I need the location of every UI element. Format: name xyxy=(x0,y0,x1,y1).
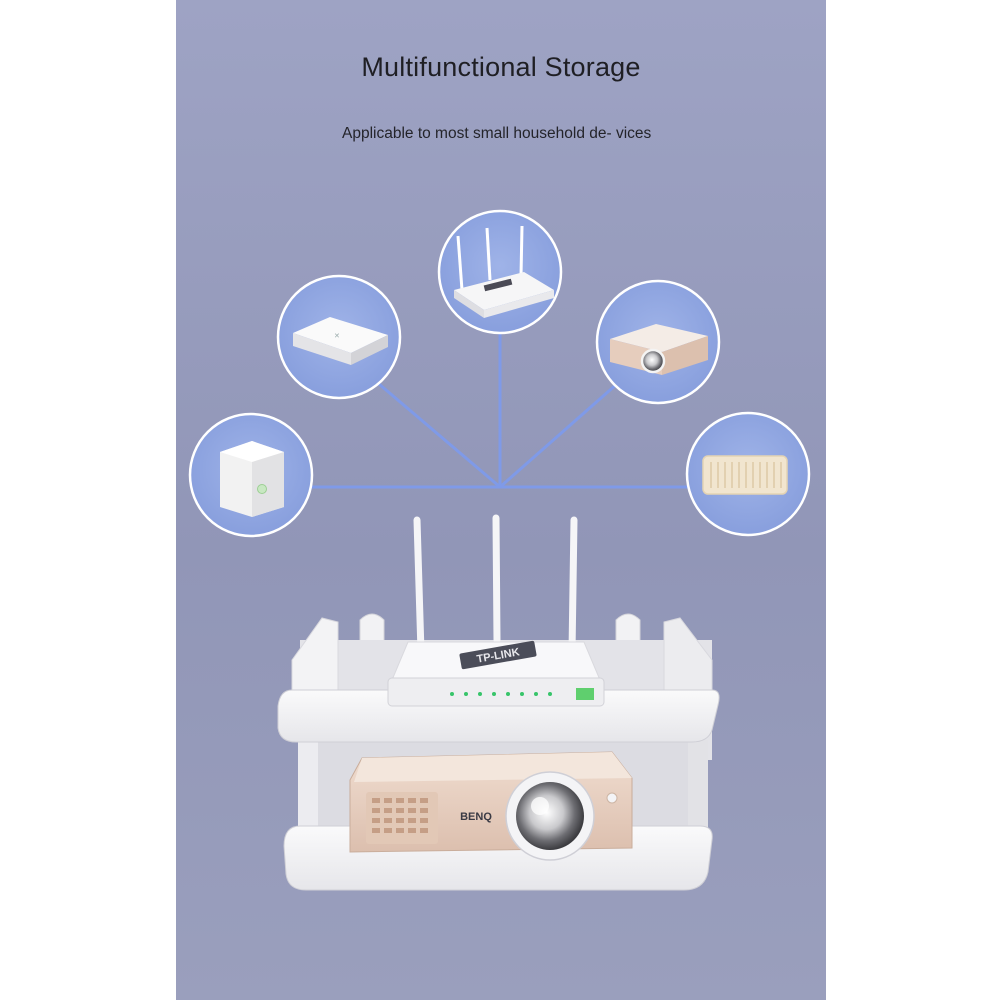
projector-on-shelf: BENQ xyxy=(349,751,633,861)
connector-lines xyxy=(310,330,690,489)
speaker-icon xyxy=(702,455,788,495)
device-circle-bluetooth-speaker xyxy=(685,411,811,537)
page-title: Multifunctional Storage xyxy=(361,52,641,82)
router-status-leds xyxy=(450,692,552,696)
router-on-shelf: TP-LINK xyxy=(387,514,605,707)
router-icon xyxy=(454,225,554,318)
projector-brand-label: BENQ xyxy=(460,811,492,823)
wall-hook xyxy=(359,613,641,643)
tv-box-icon: ✕ xyxy=(293,317,388,365)
product-illustration: ✕ xyxy=(188,209,811,891)
device-circle-speaker-cube xyxy=(188,412,314,538)
projector-icon xyxy=(610,324,708,375)
connector-line xyxy=(499,381,619,489)
product-image-panel: Multifunctional Storage Applicable to mo… xyxy=(176,0,826,1000)
svg-text:✕: ✕ xyxy=(334,332,340,340)
page-subtitle: Applicable to most small household de- v… xyxy=(342,125,652,142)
projector-vent-grille xyxy=(366,792,438,844)
smart-cube-icon xyxy=(220,441,284,517)
device-circle-router xyxy=(437,209,563,335)
connector-line xyxy=(371,376,501,489)
device-circle-tv-box: ✕ xyxy=(276,274,402,400)
device-circle-projector xyxy=(595,279,721,405)
